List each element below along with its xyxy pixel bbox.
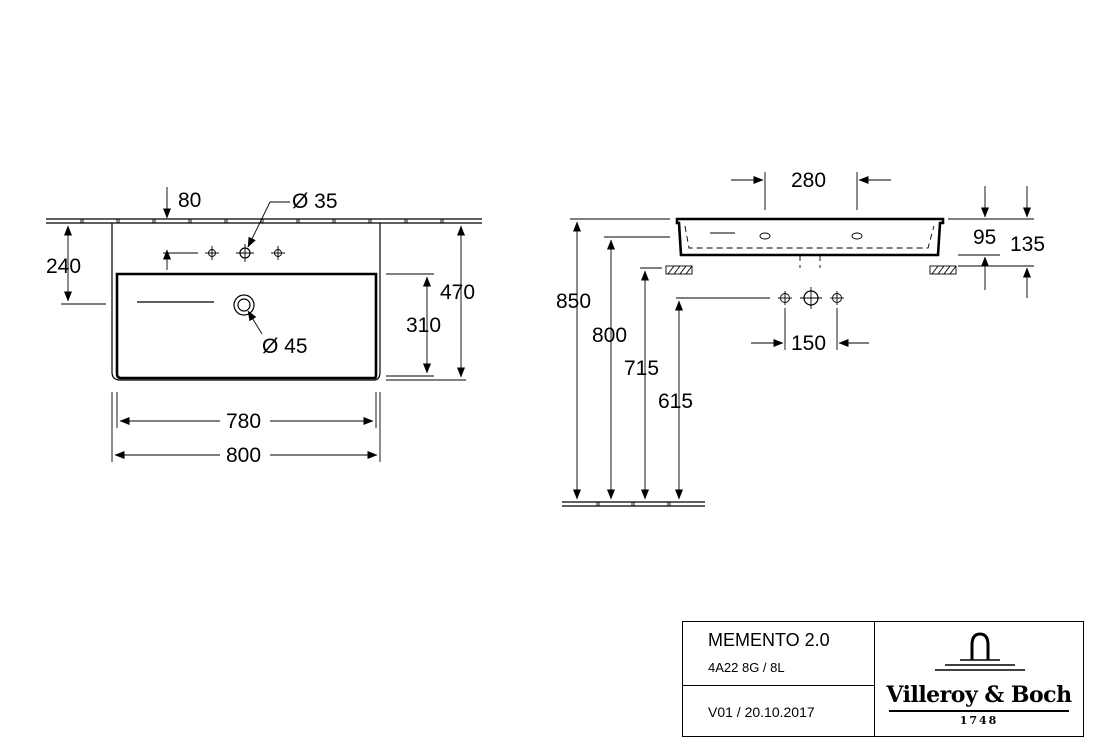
brand-name: Villeroy & Boch — [886, 682, 1072, 708]
model-name: MEMENTO 2.0 — [708, 630, 830, 650]
dim-rim-height: 850 — [556, 290, 591, 313]
drain — [233, 294, 255, 316]
dim-drain-dia: Ø 45 — [262, 335, 308, 358]
article-code: 4A22 8G / 8L — [708, 660, 785, 675]
dim-top-width: 280 — [791, 169, 826, 192]
version-date: V01 / 20.10.2017 — [708, 704, 815, 720]
title-block-info: MEMENTO 2.0 4A22 8G / 8L V01 / 20.10.201… — [683, 622, 875, 736]
top-view: 80 Ø 35 Ø 45 240 470 310 780 800 — [46, 187, 482, 467]
title-block-header: MEMENTO 2.0 4A22 8G / 8L — [683, 622, 874, 686]
dim-drain-height: 715 — [624, 357, 659, 380]
dim-tap-hole-dia: Ø 35 — [292, 190, 338, 213]
tap-hole-right — [271, 246, 285, 260]
title-block: MEMENTO 2.0 4A22 8G / 8L V01 / 20.10.201… — [682, 621, 1084, 737]
dim-total-width: 800 — [226, 444, 261, 467]
dim-overflow-height: 240 — [46, 255, 81, 278]
bowl-outline — [115, 272, 378, 380]
tap-hole-left — [205, 246, 219, 260]
side-view: 280 95 135 850 800 715 — [556, 169, 1045, 507]
wall-connection-left — [778, 291, 792, 305]
dim-waste-height: 615 — [658, 390, 693, 413]
bracket-right — [929, 265, 957, 275]
side-bowl-hidden — [684, 225, 935, 249]
dim-underside-height: 800 — [592, 324, 627, 347]
dim-inner-width: 780 — [226, 410, 261, 433]
bracket-left — [665, 265, 693, 275]
brand-underline — [889, 710, 1069, 712]
wall-line — [46, 218, 482, 224]
basin-outline — [111, 223, 381, 381]
dim-tap-spacing: 150 — [791, 332, 826, 355]
dim-basin-height: 95 — [973, 226, 996, 249]
villeroy-boch-fountain-logo — [935, 632, 1025, 671]
brand-block: Villeroy & Boch 1748 — [875, 622, 1083, 736]
brand-year: 1748 — [959, 714, 999, 727]
dim-tap-offset: 80 — [178, 189, 201, 212]
dim-total-depth: 470 — [440, 281, 475, 304]
wall-connection-center — [800, 287, 822, 309]
floor-line — [562, 501, 705, 507]
wall-connection-right — [830, 291, 844, 305]
dim-bowl-depth: 310 — [406, 314, 441, 337]
dim-total-height: 135 — [1010, 233, 1045, 256]
side-basin-outline — [675, 217, 945, 257]
tap-hole-center — [236, 244, 254, 262]
